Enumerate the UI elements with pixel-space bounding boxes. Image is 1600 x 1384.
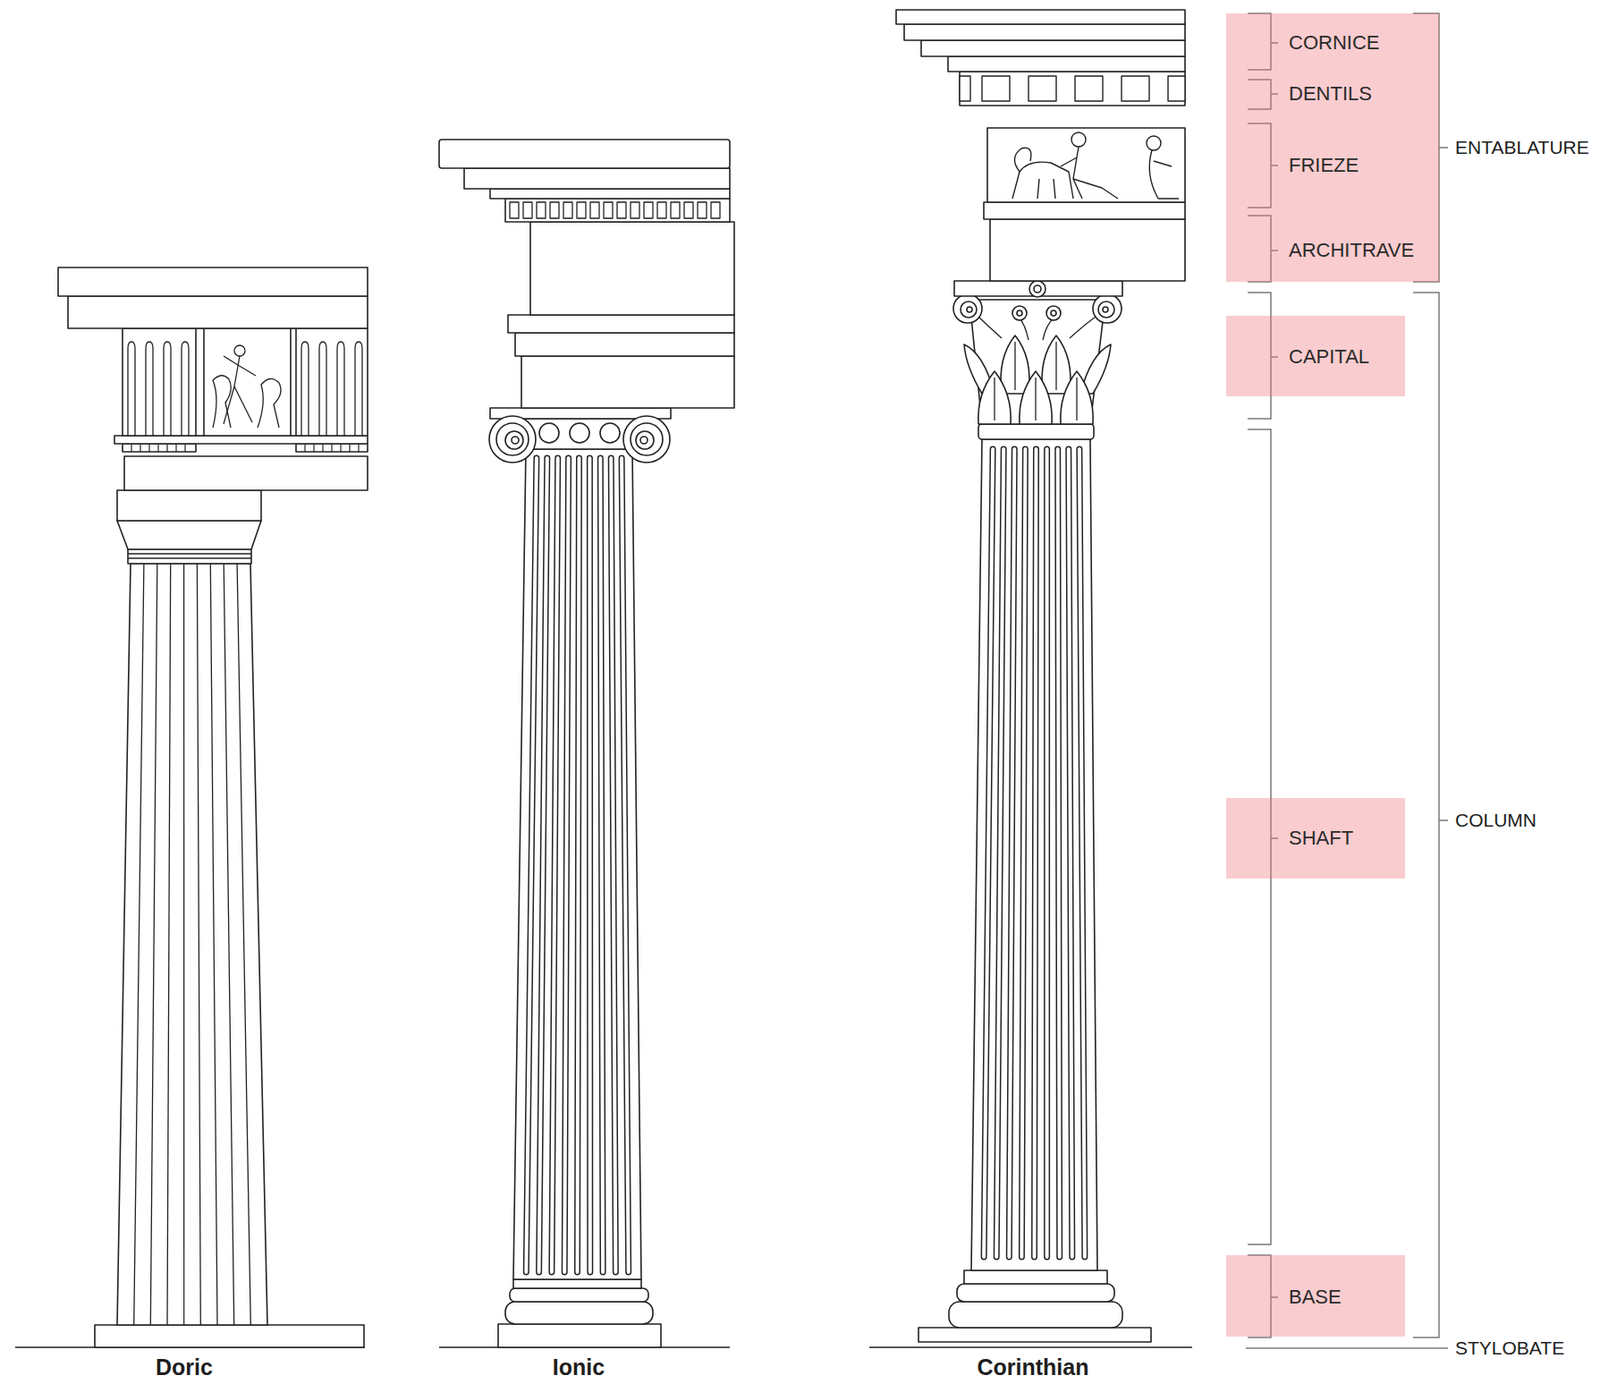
flute-channel <box>983 448 1085 1257</box>
part-name: CAPITAL <box>1288 346 1370 368</box>
order-name: Corinthian <box>977 1355 1090 1381</box>
entablature-band: CORNICE DENTILS FRIEZE ARCHITRAVE <box>1226 13 1440 282</box>
flute-outline <box>983 448 1085 1257</box>
ionic-column <box>439 139 735 1347</box>
part-name: BASE <box>1288 1286 1342 1308</box>
base-band: BASE <box>1226 1254 1406 1337</box>
part-name: DENTILS <box>1288 83 1372 105</box>
part-name: ARCHITRAVE <box>1288 239 1414 262</box>
order-name: Doric <box>155 1355 213 1381</box>
part-name: FRIEZE <box>1288 154 1359 177</box>
flute-outline <box>525 457 628 1272</box>
shaft-band: SHAFT <box>1226 797 1406 879</box>
group-label: ENTABLATURE <box>1455 136 1590 158</box>
order-name: Ionic <box>552 1355 605 1381</box>
doric-column <box>15 267 368 1347</box>
corinthian-column <box>869 9 1193 1347</box>
flute-channel <box>525 457 628 1272</box>
capital-band: CAPITAL <box>1226 315 1406 397</box>
group-label: STYLOBATE <box>1455 1337 1565 1358</box>
group-label: COLUMN <box>1455 809 1537 830</box>
part-name: SHAFT <box>1288 827 1354 849</box>
part-name: CORNICE <box>1288 32 1380 54</box>
